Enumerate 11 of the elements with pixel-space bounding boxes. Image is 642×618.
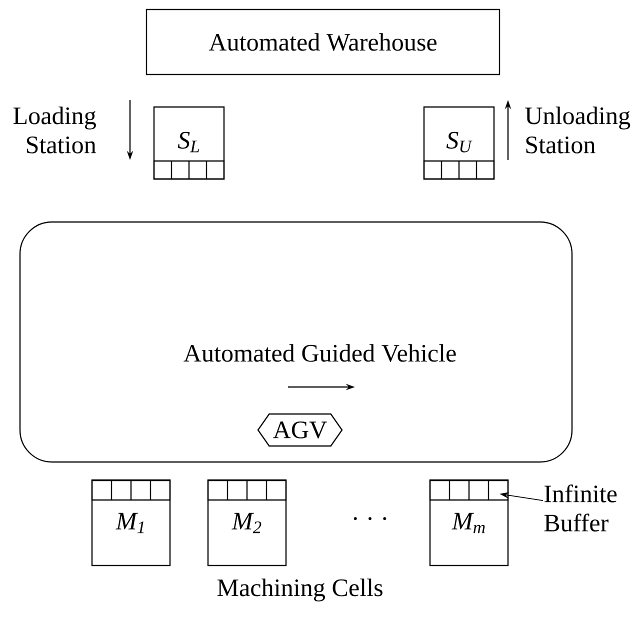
machining-cell-box: M$_{2}$	[207, 479, 287, 566]
buffer-label: Infinite Buffer	[544, 484, 617, 532]
caption-label: Machining Cells	[217, 578, 382, 602]
ellipsis: · · ·	[354, 517, 386, 520]
warehouse-box: Automated Warehouse	[146, 8, 500, 76]
machining-cell-box: M$_{m}$	[429, 479, 509, 566]
station-box: S$_{L}$	[153, 106, 225, 180]
station-label: Loading Station	[13, 106, 96, 154]
station-label: Unloading Station	[525, 106, 630, 154]
machining-cell-box: M$_{1}$	[91, 479, 171, 566]
station-box: S$_{U}$	[423, 106, 495, 180]
